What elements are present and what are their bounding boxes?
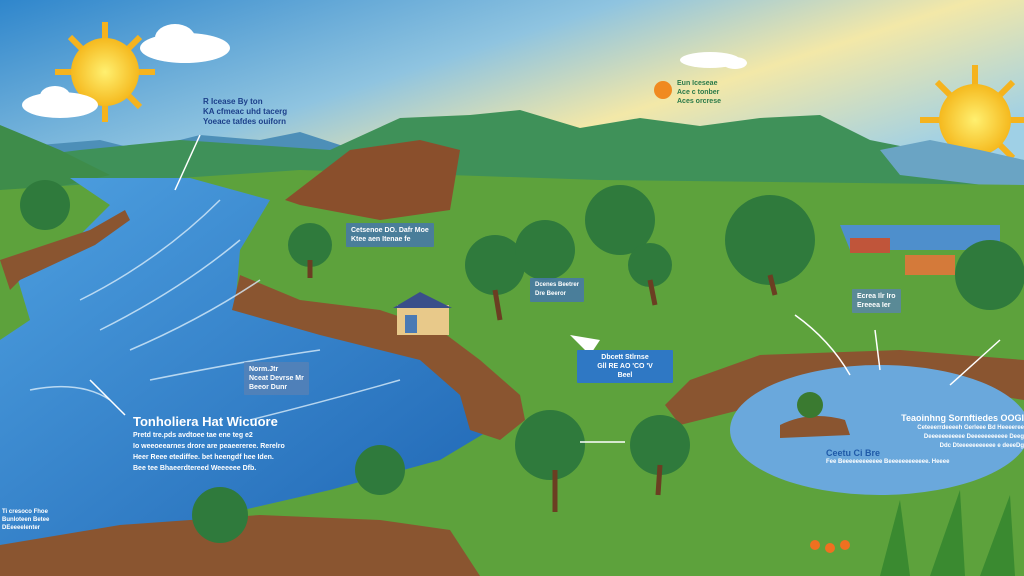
label-line: Deeeeeeeeeee Deeeeeeeeeee Deeg [923, 434, 1024, 440]
label-line: Beeor Dunr [249, 384, 288, 391]
label-line: Dcenes Beetrer [535, 282, 580, 288]
label-line: Ereeea Ier [857, 302, 891, 309]
river-bank [0, 515, 480, 576]
house-icon [393, 292, 452, 335]
label-line: Aces orcrese [677, 98, 721, 105]
label-line: Fee Beeeeeeeeeeee Beeeeeeeeeeee. Heeee [826, 459, 950, 465]
label-hill-box: Cetsenoe DO. Dafr Moe Ktee aen Itenae fe [346, 223, 434, 247]
label-line: Ace c tonber [677, 89, 720, 96]
label-right-box: Ecrea Ilr Iro Ereeea Ier [852, 289, 901, 313]
pond-heading: Teaoinhng Sornftiedes OOGI [901, 413, 1024, 423]
label-line: DEeeeelenter [2, 525, 41, 531]
village-icon [850, 238, 955, 275]
label-line: Ti cresoco Fhoe [2, 509, 48, 515]
pond-box-title: Ceetu Ci Bre [826, 448, 881, 458]
label-line: Dbcett Stlrnse [601, 354, 649, 361]
label-line: Eun Iceseae [677, 80, 718, 87]
sun-icon [55, 22, 155, 122]
river-bank [0, 210, 130, 290]
label-top-left: R Icease By ton KA cfmeac uhd tacerg Yoe… [203, 97, 287, 127]
label-line: Yoeace tafdes ouiforn [203, 117, 286, 126]
label-line: Ktee aen Itenae fe [351, 236, 411, 243]
label-line: Bunloteen Betee [2, 517, 50, 523]
label-bird-box: Dbcett Stlrnse Gll RE AO 'CO 'V Beel [577, 350, 673, 383]
sun-small-icon [654, 81, 672, 99]
river-heading: Tonholiera Hat Wicuore [133, 414, 278, 429]
label-line: Cetsenoe DO. Dafr Moe [351, 227, 429, 234]
label-pond-info: Teaoinhng Sornftiedes OOGI Ceteeerrdeeee… [897, 413, 1024, 451]
tree-icon [20, 180, 1024, 543]
label-center-box: Dcenes Beetrer Dre Beeror [530, 278, 585, 302]
label-line: Nceat Devrse Mr [249, 375, 304, 382]
label-line: Dre Beeror [535, 291, 567, 297]
river-bank [232, 275, 525, 440]
label-river-info: Tonholiera Hat Wicuore Pretd tre.pds avd… [133, 414, 285, 474]
label-line: Ceteeerrdeeeeh Gerleee Bd Heeeeree [917, 425, 1024, 431]
label-line: Gll RE AO 'CO 'V [597, 363, 653, 370]
cloud-icon [22, 24, 747, 118]
label-line: Bee tee Bhaeerdtereed Weeeeee Dfb. [133, 465, 257, 472]
label-line: KA cfmeac uhd tacerg [203, 107, 288, 116]
label-bottom-left: Ti cresoco Fhoe Bunloteen Betee DEeeeele… [2, 508, 49, 532]
label-line: Ddc Dteeeeeeeeeee e deeeDg [939, 443, 1024, 449]
label-line: Io weeoeearnes drore are peaeereree. Rer… [133, 443, 285, 450]
label-top-center: Eun Iceseae Ace c tonber Aces orcrese [677, 79, 721, 106]
label-line: R Icease By ton [203, 97, 263, 106]
label-pond-box: Ceetu Ci Bre Fee Beeeeeeeeeeee Beeeeeeee… [826, 449, 949, 467]
label-line: Heer Reee etediffee. bet heengdf hee Ide… [133, 454, 274, 461]
label-line: Ecrea Ilr Iro [857, 293, 896, 300]
label-line: Pretd tre.pds avdtoee tae ene teg e2 [133, 432, 253, 439]
hill-slope [285, 140, 460, 220]
flowers-icon [810, 540, 850, 553]
label-line: Norm.Jtr [249, 366, 279, 373]
label-river-box: Norm.Jtr Nceat Devrse Mr Beeor Dunr [244, 362, 309, 395]
label-line: Beel [617, 372, 633, 379]
